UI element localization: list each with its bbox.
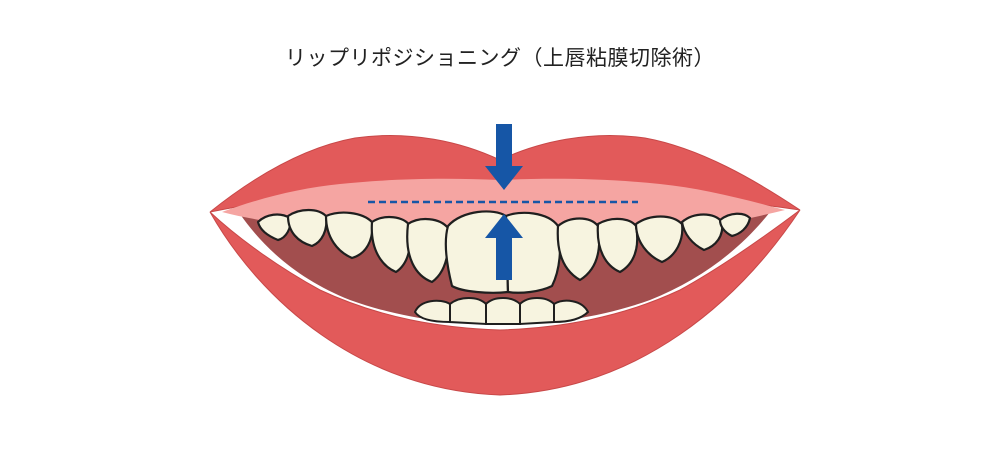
diagram-title: リップリポジショニング（上唇粘膜切除術） <box>285 46 715 70</box>
upper-tooth <box>256 213 292 242</box>
up-arrow-icon <box>485 214 523 280</box>
upper-tooth <box>504 211 562 294</box>
upper-tooth <box>286 208 328 248</box>
upper-tooth <box>680 213 724 252</box>
upper-tooth <box>634 215 684 264</box>
upper-tooth <box>556 217 601 282</box>
lower-tooth <box>449 297 487 326</box>
lower-tooth <box>519 297 555 326</box>
upper-tooth <box>718 212 752 238</box>
lower-tooth <box>485 297 521 325</box>
lower-teeth <box>413 297 590 326</box>
lower-tooth <box>553 299 590 324</box>
upper-tooth <box>324 211 374 260</box>
down-arrow-icon <box>485 124 523 190</box>
upper-teeth <box>256 208 752 294</box>
upper-tooth <box>406 218 450 284</box>
lower-lip <box>209 209 801 396</box>
upper-tooth <box>596 217 639 274</box>
